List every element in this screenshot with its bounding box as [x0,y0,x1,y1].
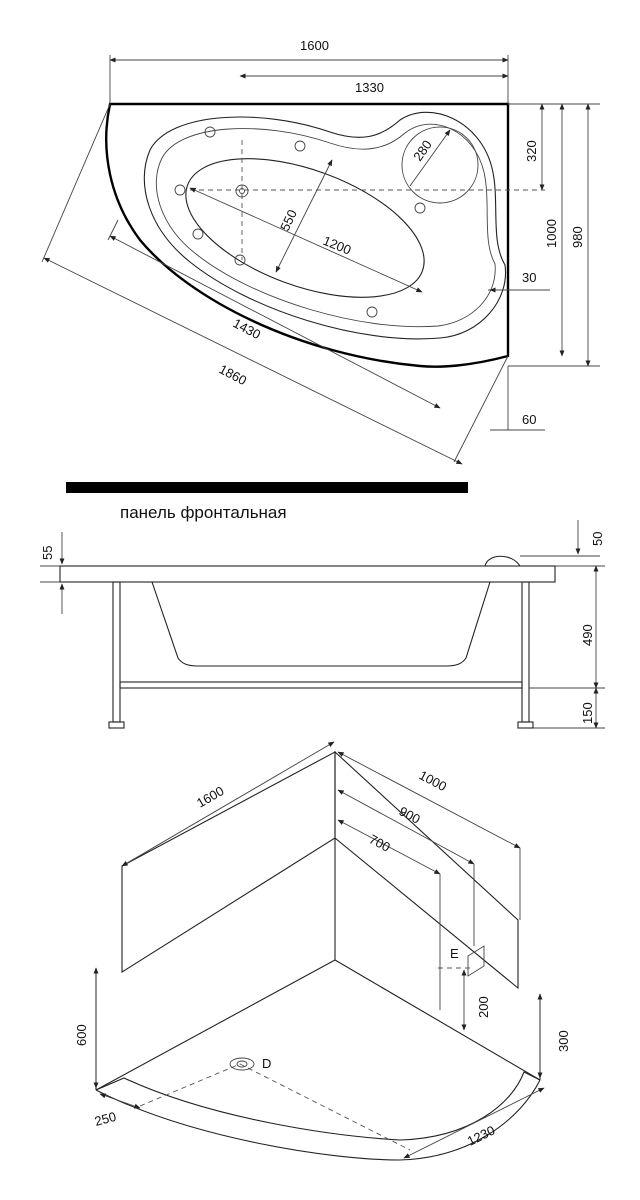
dim-iso-1230-line [403,1087,545,1159]
headrest [484,555,521,567]
wall-left [121,751,336,973]
side-bowl [151,581,491,667]
dim-60: 60 [522,412,536,427]
dim-1600: 1600 [300,38,329,53]
drain-guide [139,1063,241,1107]
dim-280: 280 [410,137,435,163]
ext-line [41,103,111,263]
dim-iso-700-line [337,819,441,875]
dim-iso-1230: 1230 [465,1123,498,1149]
dim-1330: 1330 [355,80,384,95]
tub-outline [105,102,510,368]
dim-490: 490 [580,624,595,646]
outlet-label: E [450,946,459,961]
front-panel-label: панель фронтальная [120,503,287,522]
dim-150: 150 [580,702,595,724]
dim-iso-1000: 1000 [417,767,450,794]
dim-iso-300: 300 [556,1030,571,1052]
drain-symbol [229,1057,255,1071]
dim-iso-200: 200 [476,996,491,1018]
ext-line [453,355,509,463]
front-panel-bar [66,482,468,493]
dim-1200-line [189,187,423,293]
jets [174,126,426,318]
jet [192,228,204,240]
leg [521,581,530,723]
drain-guide [239,1063,411,1151]
dim-980: 980 [570,226,585,248]
dim-iso-900-line [337,789,475,865]
dim-30: 30 [522,270,536,285]
dim-1430: 1430 [231,315,264,342]
dim-320: 320 [524,140,539,162]
ext-line [107,219,119,241]
dim-550: 550 [277,207,300,233]
dim-iso-1600: 1600 [194,783,227,810]
front-panel: панель фронтальная [66,482,468,522]
side-view: 55 50 490 150 [40,520,605,729]
dim-280-line [409,129,451,187]
dim-1000: 1000 [544,219,559,248]
dim-iso-900: 900 [397,803,423,826]
wall-right [334,750,519,990]
outlet-symbol [467,945,485,977]
foot [517,721,534,729]
dim-iso-1000-line [337,751,521,849]
dim-55: 55 [40,546,55,560]
jet [204,126,216,138]
jet [294,140,306,152]
dim-iso-250-line [99,1093,141,1109]
dim-50: 50 [590,532,605,546]
jet [174,184,186,196]
drain-symbol-inner [236,1060,248,1068]
jet [234,254,246,266]
dim-1430-line [109,235,441,409]
dim-1860: 1860 [217,361,250,388]
dim-iso-1600-line [121,741,335,867]
leg [112,581,121,723]
dim-iso-600: 600 [74,1024,89,1046]
bowl [185,158,425,298]
dim-iso-700: 700 [367,831,393,854]
dim-iso-250: 250 [93,1109,118,1129]
frame-bar [119,681,523,689]
drain-label: D [262,1056,271,1071]
iso-view: D E 1600 1000 900 700 600 300 200 250 [74,741,571,1161]
frame [108,581,534,729]
foot [108,721,125,729]
dim-1860-line [43,257,463,465]
rim [59,565,556,583]
jet [414,202,426,214]
jet [366,306,378,318]
top-view: 1600 1330 320 1000 980 280 550 1200 30 1… [41,38,600,465]
corner-seat [401,126,479,204]
